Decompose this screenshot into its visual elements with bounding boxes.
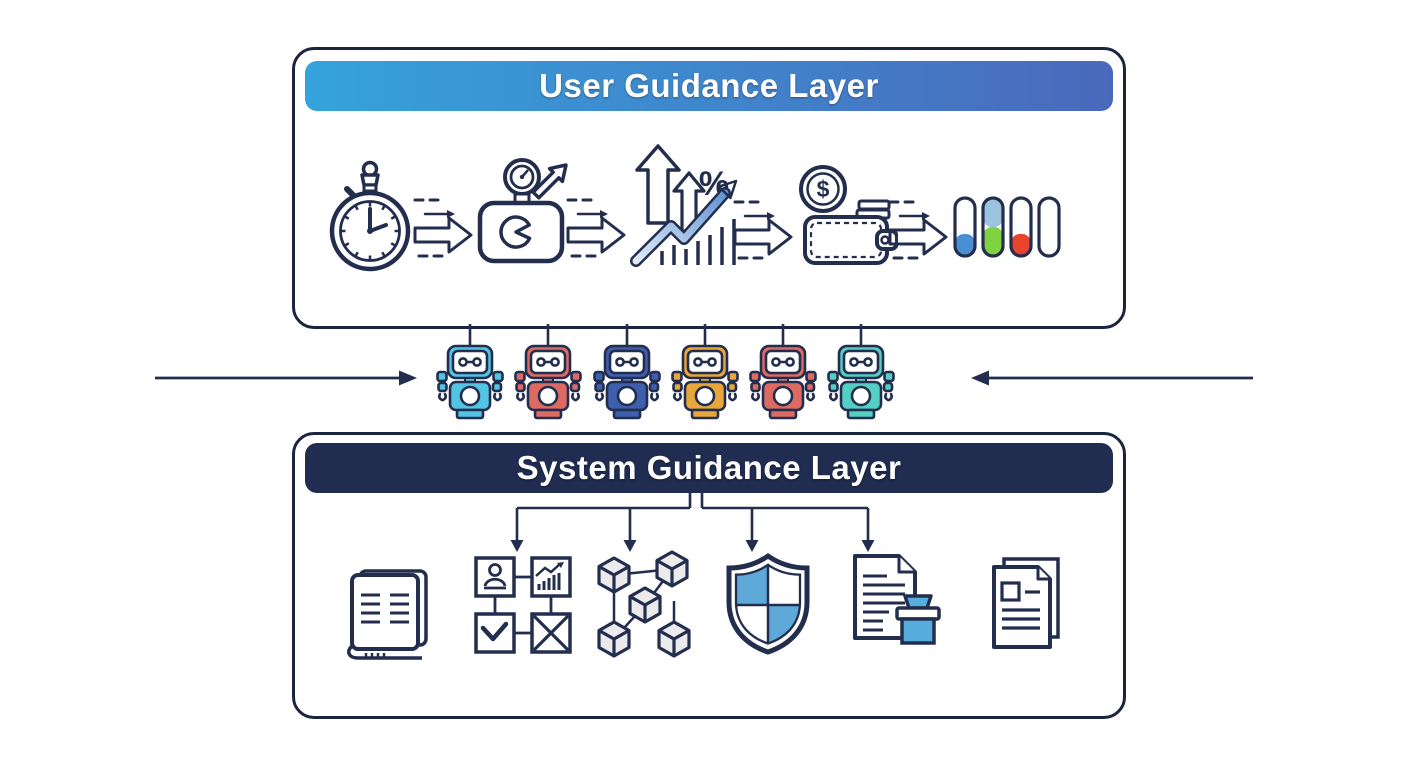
- left-inflow-arrow: [155, 370, 417, 386]
- system-guidance-layer-header: System Guidance Layer: [305, 443, 1113, 493]
- stopwatch-icon: [320, 158, 420, 275]
- robot-agent-1: [436, 342, 504, 428]
- system-guidance-layer-box: System Guidance Layer: [292, 432, 1126, 719]
- patient-flowchart-icon: [473, 555, 573, 655]
- dollar-symbol: $: [817, 176, 830, 202]
- system-guidance-layer-title: System Guidance Layer: [516, 449, 902, 486]
- right-inflow-arrow: [971, 370, 1253, 386]
- robot-agent-4: [671, 342, 739, 428]
- user-guidance-layer-title: User Guidance Layer: [539, 67, 879, 104]
- robot-agent-3: [593, 342, 661, 428]
- flow-arrow-icon: [564, 188, 636, 262]
- document-stamp-icon: [843, 550, 945, 652]
- pill-capsules-icon: [953, 193, 1065, 263]
- flow-arrow-icon: [411, 188, 483, 262]
- user-guidance-layer-header: User Guidance Layer: [305, 61, 1113, 111]
- growth-chart-percent-icon: %: [626, 143, 751, 273]
- robot-agent-6: [827, 342, 895, 428]
- knowledge-book-icon: [338, 561, 438, 663]
- network-cubes-icon: [588, 545, 700, 660]
- wallet-money-icon: $: [793, 159, 898, 269]
- flow-arrow-icon: [886, 190, 958, 264]
- robot-agent-5: [749, 342, 817, 428]
- robot-agent-2: [514, 342, 582, 428]
- document-pages-icon: [980, 553, 1070, 653]
- user-guidance-layer-box: User Guidance Layer: [292, 47, 1126, 329]
- shield-security-icon: [723, 552, 813, 657]
- flow-arrow-icon: [731, 190, 803, 264]
- gauge-meter-box-icon: [470, 155, 575, 272]
